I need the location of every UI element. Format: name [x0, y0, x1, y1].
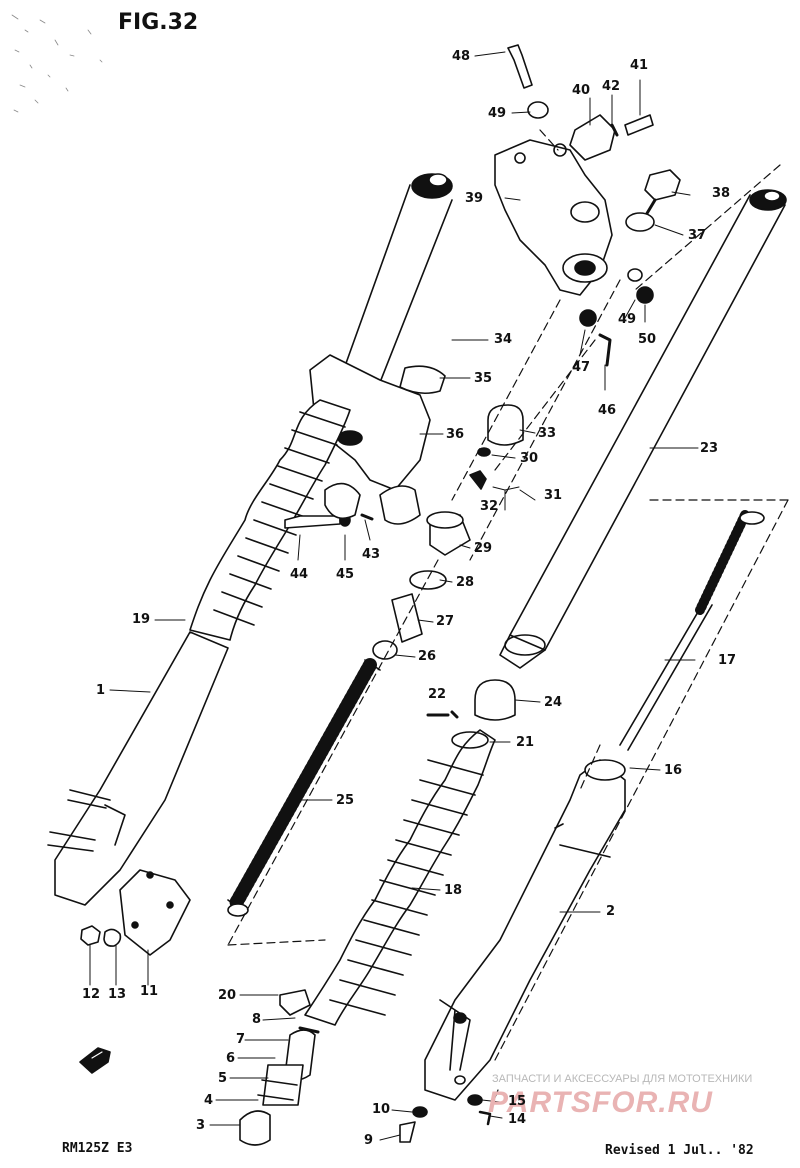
- left-outer-tube-1: [47, 631, 229, 906]
- callout-25: 25: [336, 793, 355, 808]
- callout-41: 41: [630, 58, 649, 73]
- callout-21: 21: [516, 735, 535, 750]
- figure-title: FIG.32: [118, 10, 199, 35]
- callout-27: 27: [436, 614, 455, 629]
- callout-3: 3: [196, 1118, 206, 1133]
- callout-45: 45: [336, 567, 355, 582]
- callout-10: 10: [372, 1102, 391, 1117]
- callout-44: 44: [290, 567, 309, 582]
- callout-33: 33: [538, 426, 557, 441]
- callout-8: 8: [252, 1012, 262, 1027]
- leader-lines: [89, 51, 699, 1141]
- callout-47: 47: [572, 360, 591, 375]
- left-inner-tube: [339, 173, 453, 396]
- callout-38: 38: [712, 186, 731, 201]
- callout-16: 16: [664, 763, 683, 778]
- callout-43: 43: [362, 547, 381, 562]
- callout-24: 24: [544, 695, 563, 710]
- left-dust-boot-19: [189, 399, 351, 641]
- callout-48: 48: [452, 49, 471, 64]
- damper-rod-17: [619, 510, 765, 751]
- callout-4: 4: [204, 1093, 214, 1108]
- callout-1: 1: [96, 683, 106, 698]
- callout-36: 36: [446, 427, 465, 442]
- callout-37: 37: [688, 228, 707, 243]
- callout-46: 46: [598, 403, 617, 418]
- callout-35: 35: [474, 371, 493, 386]
- callout-32: 32: [480, 499, 499, 514]
- callout-28: 28: [456, 575, 475, 590]
- callout-5: 5: [218, 1071, 228, 1086]
- watermark-logo: PARTSFOR.RU: [488, 1086, 713, 1119]
- clamp-parts: [284, 482, 421, 529]
- callout-19: 19: [132, 612, 151, 627]
- callout-26: 26: [418, 649, 437, 664]
- upper-bracket-39: [494, 139, 613, 296]
- fork-spring-25: [227, 658, 381, 917]
- watermark-text: ЗАПЧАСТИ И АКСЕССУАРЫ ДЛЯ МОТОТЕХНИКИ: [492, 1073, 753, 1085]
- upper-small-parts: [507, 44, 681, 367]
- nuts-12-13: [80, 925, 122, 947]
- callout-49b: 49: [618, 312, 637, 327]
- right-dust-boot-18: [304, 679, 516, 1026]
- callout-15: 15: [508, 1094, 527, 1109]
- left-bottom-bracket: [309, 354, 446, 491]
- dashed-centerlines: [227, 129, 789, 1111]
- callout-30: 30: [520, 451, 539, 466]
- callout-50: 50: [638, 332, 657, 347]
- callout-7: 7: [236, 1032, 246, 1047]
- callout-18: 18: [444, 883, 463, 898]
- scan-noise: [11, 14, 103, 113]
- right-outer-tube-2: [424, 759, 626, 1101]
- callout-22: 22: [428, 687, 447, 702]
- callout-34: 34: [494, 332, 513, 347]
- callout-29: 29: [474, 541, 493, 556]
- axle-holder-11: [119, 869, 191, 956]
- callout-13: 13: [108, 987, 127, 1002]
- callout-6: 6: [226, 1051, 236, 1066]
- revision-note: Revised 1 Jul.. '82: [605, 1143, 754, 1158]
- callout-31: 31: [544, 488, 563, 503]
- callout-20: 20: [218, 988, 237, 1003]
- right-inner-tube-23: [499, 189, 787, 669]
- callout-2: 2: [606, 904, 616, 919]
- model-code: RM125Z E3: [62, 1141, 133, 1156]
- callout-14: 14: [508, 1112, 527, 1127]
- bottom-hardware: [399, 1094, 492, 1143]
- callout-39: 39: [465, 191, 484, 206]
- front-arrow-icon: [79, 1047, 111, 1074]
- callout-49: 49: [488, 106, 507, 121]
- callout-40: 40: [572, 83, 591, 98]
- callout-17: 17: [718, 653, 737, 668]
- callout-12: 12: [82, 987, 101, 1002]
- callout-9: 9: [364, 1133, 374, 1148]
- callout-42: 42: [602, 79, 621, 94]
- slider-stack: [239, 989, 320, 1146]
- callout-23: 23: [700, 441, 719, 456]
- callout-11: 11: [140, 984, 159, 999]
